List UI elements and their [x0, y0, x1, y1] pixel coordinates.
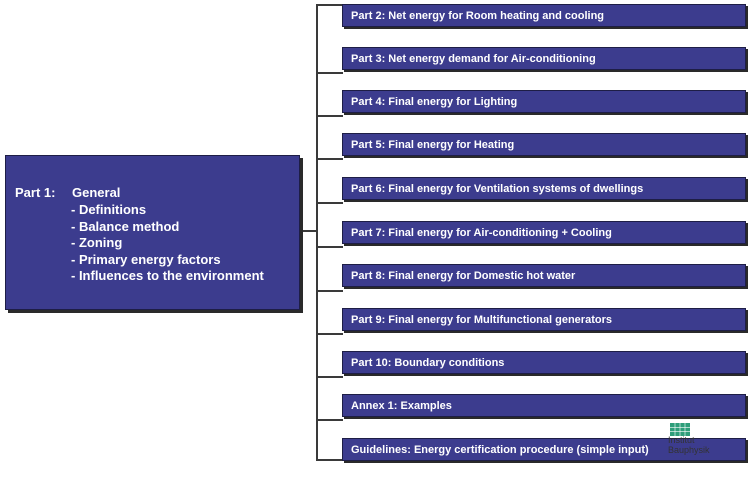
connector-part-7	[316, 246, 343, 248]
institut-bauphysik-logo: Institut Bauphysik	[668, 423, 728, 465]
part-5-box: Part 5: Final energy for Heating	[342, 133, 746, 156]
annex-1-box: Annex 1: Examples	[342, 394, 746, 417]
connector-part-9	[316, 333, 343, 335]
guidelines-box: Guidelines: Energy certification procedu…	[342, 438, 746, 461]
connector-vertical-trunk	[316, 4, 318, 461]
topic-definitions: - Definitions	[71, 202, 147, 217]
topic-zoning: - Zoning	[71, 235, 123, 250]
connector-part-4	[316, 115, 343, 117]
part-1-general-box: Part 1: General - Definitions - Balance …	[5, 155, 300, 310]
topic-balance-method: - Balance method	[71, 218, 180, 234]
topic-primary-energy-factors: - Primary energy factors	[71, 251, 221, 267]
connector-annex-1	[316, 419, 343, 421]
part-4-box: Part 4: Final energy for Lighting	[342, 90, 746, 113]
part-6-box: Part 6: Final energy for Ventilation sys…	[342, 177, 746, 200]
institute-line-1: Institut	[668, 435, 695, 445]
part-3-box: Part 3: Net energy demand for Air-condit…	[342, 47, 746, 70]
institute-name: Institut Bauphysik	[668, 435, 710, 455]
part-1-label: Part 1:	[15, 185, 56, 200]
part-7-box: Part 7: Final energy for Air-conditionin…	[342, 221, 746, 244]
connector-part-3	[316, 72, 343, 74]
connector-guidelines	[316, 459, 343, 461]
connector-part-2	[316, 4, 343, 6]
topic-influences-environment: - Influences to the environment	[71, 268, 264, 283]
institute-logo-icon	[670, 423, 690, 436]
part-2-box: Part 2: Net energy for Room heating and …	[342, 4, 746, 27]
part-8-box: Part 8: Final energy for Domestic hot wa…	[342, 264, 746, 287]
institute-line-2: Bauphysik	[668, 445, 710, 455]
connector-part-10	[316, 376, 343, 378]
connector-part-8	[316, 290, 343, 292]
connector-main-horizontal	[298, 230, 316, 232]
part-1-title: General	[72, 185, 121, 200]
connector-part-6	[316, 202, 343, 204]
connector-part-5	[316, 158, 343, 160]
part-9-box: Part 9: Final energy for Multifunctional…	[342, 308, 746, 331]
part-1-heading: Part 1: General	[15, 185, 120, 200]
part-10-box: Part 10: Boundary conditions	[342, 351, 746, 374]
part-1-topic-list: - Definitions - Balance method - Zoning …	[71, 202, 264, 285]
